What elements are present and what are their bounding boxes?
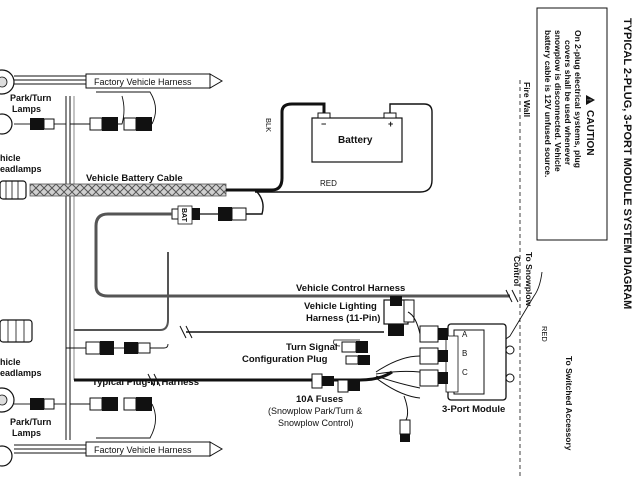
battery-cable-sheath bbox=[29, 183, 227, 197]
module-port-a-1: A bbox=[462, 330, 468, 339]
park-turn-top-label-1: Park/Turn bbox=[10, 93, 51, 103]
caution-line-3: snowplow is disconnected. Vehicle bbox=[553, 30, 563, 172]
headlamp-connector-top bbox=[0, 180, 27, 200]
module-port-c-1: C bbox=[462, 368, 468, 377]
caution-line-1: On 2-plug electrical systems, plug bbox=[573, 30, 583, 168]
top-harness-plug bbox=[70, 91, 156, 131]
module-label: 3-Port Module bbox=[442, 404, 505, 415]
lamp-fragment-top bbox=[0, 113, 13, 135]
lamp-fragment-bottom bbox=[0, 445, 13, 467]
factory-harness-bottom-label: Factory Vehicle Harness bbox=[94, 445, 192, 455]
module-port-connectors bbox=[407, 311, 448, 387]
turn-signal-label-1: Turn Signal bbox=[286, 342, 338, 353]
plugin-harness-branches bbox=[375, 355, 421, 399]
turn-signal-label-2: Configuration Plug bbox=[242, 354, 328, 365]
bat-label: BAT bbox=[180, 208, 187, 223]
factory-harness-top-wires bbox=[14, 75, 86, 85]
red-vertical-label: RED bbox=[540, 326, 549, 342]
battery bbox=[311, 117, 403, 163]
red-label: RED bbox=[320, 179, 337, 188]
control-harness-break bbox=[505, 289, 519, 303]
factory-harness-top-label: Factory Vehicle Harness bbox=[94, 77, 192, 87]
battery-cable-label: Vehicle Battery Cable bbox=[86, 173, 183, 184]
headlamps-bottom-label-2: eadlamps bbox=[0, 368, 42, 378]
control-harness-label: Vehicle Control Harness bbox=[296, 283, 405, 294]
lighting-11pin-connector bbox=[383, 296, 415, 336]
factory-harness-bottom-wires bbox=[14, 444, 86, 454]
to-switched-label: To Switched Accessory bbox=[564, 356, 574, 451]
module-port-b-1: B bbox=[462, 349, 467, 358]
caution-line-4: battery cable is 12V unfused source. bbox=[543, 30, 553, 177]
park-turn-top-label-2: Lamps bbox=[12, 104, 41, 114]
headlamps-top-label-2: eadlamps bbox=[0, 164, 42, 174]
battery-label: Battery bbox=[338, 135, 373, 146]
turn-signal-config-plug bbox=[333, 339, 370, 365]
fuses-label-2: (Snowplow Park/Turn & bbox=[268, 406, 362, 416]
fuses-label-1: 10A Fuses bbox=[296, 394, 343, 405]
control-harness-wire bbox=[94, 212, 510, 298]
fuse-holder-1 bbox=[311, 373, 334, 389]
battery-minus: − bbox=[321, 119, 326, 129]
fuse-holder-2 bbox=[337, 379, 360, 393]
mid-harness-plugs bbox=[66, 341, 169, 355]
dangling-connector bbox=[399, 395, 411, 442]
caution-line-2: covers shall be used whenever bbox=[563, 40, 573, 166]
caution-box bbox=[536, 7, 608, 241]
blk-wire bbox=[255, 102, 326, 192]
lighting-harness-wire bbox=[96, 252, 169, 331]
bottom-lamp-plug bbox=[14, 397, 156, 439]
red-wire bbox=[255, 103, 433, 193]
fuses-label-3: Snowplow Control) bbox=[278, 418, 354, 428]
blk-label: BLK bbox=[264, 118, 273, 132]
headlamps-bottom-label-1: hicle bbox=[0, 357, 21, 367]
plugin-harness-label: Typical Plug-In Harness bbox=[92, 377, 199, 388]
park-turn-bottom-label-1: Park/Turn bbox=[10, 417, 51, 427]
svg-text:!: ! bbox=[585, 99, 591, 101]
battery-plus: + bbox=[388, 119, 393, 129]
park-turn-bottom-label-2: Lamps bbox=[12, 428, 41, 438]
fire-wall-label: Fire Wall bbox=[522, 82, 532, 117]
headlamps-top-label-1: hicle bbox=[0, 153, 21, 163]
diagram-title: TYPICAL 2-PLUG, 3-PORT MODULE SYSTEM DIA… bbox=[621, 18, 633, 309]
to-snowplow-label-1: To Snowplow bbox=[524, 252, 534, 307]
lighting-harness-label-1: Vehicle Lighting bbox=[304, 301, 377, 312]
caution-warning-icon: ! bbox=[585, 95, 595, 105]
three-port-module bbox=[445, 323, 515, 401]
top-lamp-plug bbox=[14, 118, 66, 130]
bat-tag bbox=[177, 205, 193, 225]
caution-heading: CAUTION bbox=[584, 110, 595, 156]
to-snowplow-label-2: Control bbox=[512, 256, 522, 286]
lighting-harness-label-2: Harness (11-Pin) bbox=[306, 313, 380, 324]
